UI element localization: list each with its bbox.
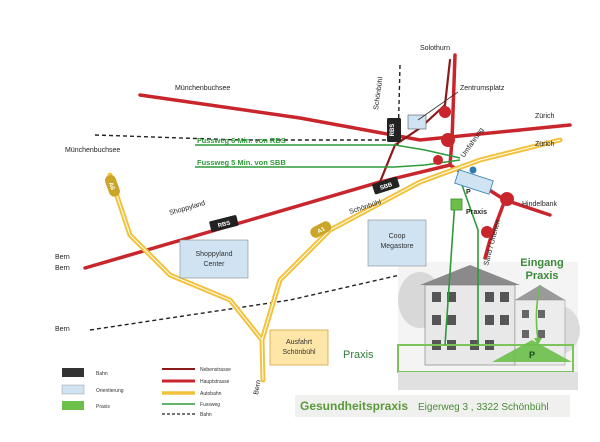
- legend-swatch-praxis: [62, 401, 84, 410]
- label-umfahrung: Umfahrung: [460, 127, 486, 159]
- motorway-centerlines: [109, 139, 561, 381]
- railway-lines: [89, 64, 401, 331]
- badge-a1-text: A1: [317, 226, 327, 235]
- label-muenchenbuchsee-left: Münchenbuchsee: [65, 147, 120, 154]
- footer-background: [295, 395, 570, 417]
- roundabouts: [433, 106, 514, 238]
- badge-a1: A1: [310, 221, 332, 238]
- legend-label-fussweg: Fussweg: [200, 402, 220, 408]
- legend-swatch-bahn: [62, 368, 84, 377]
- map-legend: Bahn Orientierung Praxis Nebenstrasse Ha…: [61, 367, 231, 418]
- ausfahrt-label-1: Ausfahrt: [286, 339, 312, 346]
- badge-rbs-1-text: RBS: [390, 124, 396, 137]
- zentrumsplatz-pointer: [417, 91, 459, 121]
- footpaths: [195, 144, 479, 346]
- shoppyland-center-label-2: Center: [203, 261, 225, 268]
- label-schoenbuehl-1: Schönbühl: [373, 76, 385, 110]
- footpath-sbb-label: Fussweg 5 Min. von SBB: [197, 158, 286, 167]
- label-solothurn: Solothurn: [420, 45, 450, 52]
- eingang-label-1: Eingang: [520, 257, 563, 269]
- label-bern-bottom: Bern: [253, 379, 262, 395]
- coop-megastore-box: [367, 219, 427, 267]
- coop-megastore-label-2: Megastore: [380, 243, 413, 250]
- badge-rbs-horizontal: RBS: [209, 215, 239, 232]
- badge-sbb-text: SBB: [379, 182, 394, 192]
- building-illustration: P: [397, 262, 580, 390]
- label-muenchenbuchsee-top: Münchenbuchsee: [175, 85, 230, 92]
- legend-swatch-orientierung: [61, 384, 85, 395]
- building-praxis-label: Praxis: [343, 349, 374, 361]
- label-bern-1: Bern: [55, 254, 70, 261]
- legend-label-praxis: Praxis: [96, 404, 110, 410]
- label-zuerich-2: Zürich: [535, 141, 555, 148]
- footpath-rbs-label: Fussweg 6 Min. von RBS: [197, 136, 286, 145]
- legend-label-hauptstrasse: Hauptstrasse: [200, 379, 230, 385]
- legend-label-autobahn: Autobahn: [200, 391, 222, 397]
- badge-a6: A6: [104, 175, 120, 197]
- parking-area-sign: [454, 169, 494, 195]
- legend-label-nebenstrasse: Nebenstrasse: [200, 367, 231, 373]
- shoppyland-center-box: [179, 239, 249, 279]
- footer-address: Eigerweg 3 , 3322 Schönbühl: [418, 402, 549, 413]
- label-shoppyland: Shoppyland: [169, 200, 207, 217]
- praxis-marker: [450, 198, 463, 211]
- label-bern-3: Bern: [55, 326, 70, 333]
- badge-a6-text: A6: [107, 182, 115, 192]
- eingang-arrow: [535, 284, 541, 341]
- label-bern-2: Bern: [55, 265, 70, 272]
- badge-rbs-vertical: RBS: [387, 118, 401, 142]
- coop-megastore-label-1: Coop: [389, 233, 406, 240]
- legend-label-bahn-line: Bahn: [200, 412, 212, 418]
- label-zuerich-1: Zürich: [535, 113, 555, 120]
- shoppyland-center-label-1: Shoppyland: [196, 251, 233, 258]
- zentrumsplatz-box: [407, 114, 427, 130]
- eingang-label-2: Praxis: [525, 270, 558, 282]
- badge-rbs-2-text: RBS: [217, 221, 231, 230]
- legend-label-orientierung: Orientierung: [96, 388, 124, 394]
- legend-label-bahn: Bahn: [96, 371, 108, 377]
- badge-sbb: SBB: [372, 176, 400, 195]
- parking-area-letter: P: [466, 189, 471, 196]
- ausfahrt-box: [269, 329, 329, 366]
- praxis-marker-label: Praxis: [466, 209, 487, 216]
- ausfahrt-label-2: Schönbühl: [282, 349, 316, 356]
- footer-title: Gesundheitspraxis: [300, 399, 408, 413]
- building-parking-label: P: [529, 350, 535, 360]
- label-hindelbank: Hindelbank: [522, 201, 558, 208]
- label-zentrumsplatz: Zentrumsplatz: [460, 85, 505, 92]
